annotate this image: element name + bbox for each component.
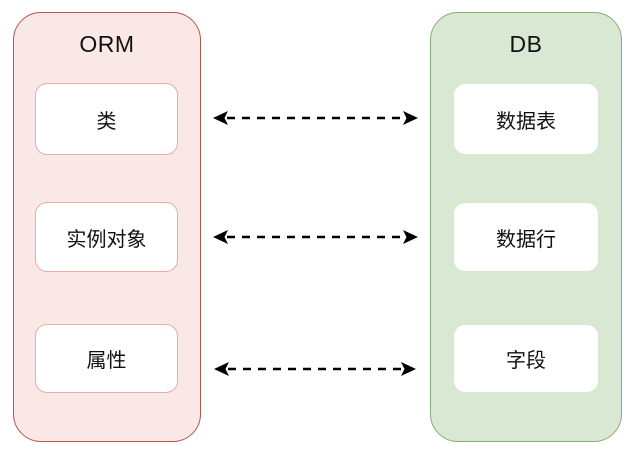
orm-container: ORM 类 实例对象 属性 (13, 12, 201, 442)
mapping-arrow-class-table (213, 111, 418, 125)
orm-title: ORM (79, 31, 135, 57)
node-data-row: 数据行 (453, 202, 599, 272)
db-title: DB (509, 31, 543, 57)
mapping-arrow-instance-row (213, 230, 418, 244)
node-data-table: 数据表 (453, 83, 599, 155)
mapping-arrow-attribute-field (214, 362, 416, 376)
node-instance-object: 实例对象 (35, 202, 178, 272)
db-container: DB 数据表 数据行 字段 (430, 12, 622, 442)
node-attribute: 属性 (35, 324, 178, 393)
node-field: 字段 (453, 324, 599, 393)
node-class: 类 (35, 83, 178, 155)
